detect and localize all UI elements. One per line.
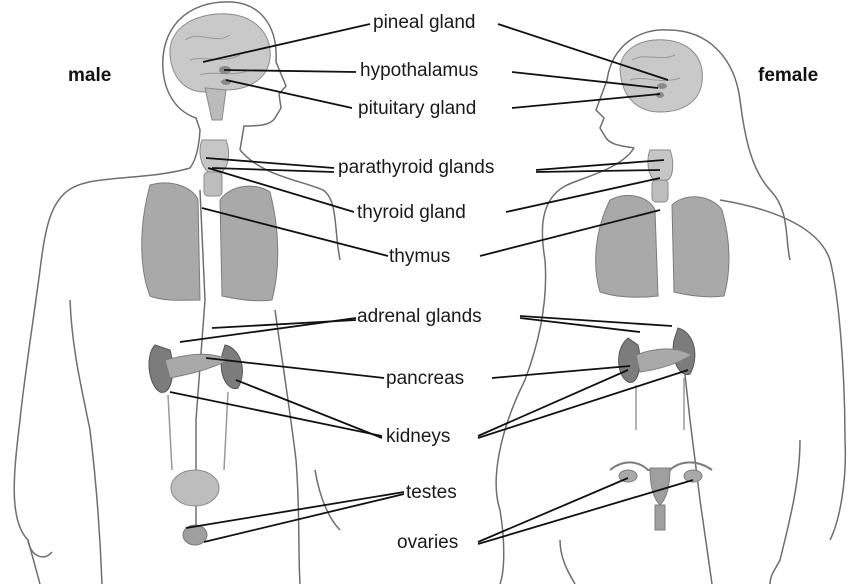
female-neck-glands — [648, 150, 673, 202]
label-thymus: thymus — [389, 246, 450, 268]
male-lungs — [142, 183, 278, 301]
label-pituitary-gland: pituitary gland — [358, 98, 476, 120]
label-hypothalamus: hypothalamus — [360, 60, 478, 82]
leader-pituitary-male — [226, 80, 352, 108]
female-body-outline — [496, 30, 845, 584]
female-brain — [620, 40, 702, 112]
leader-parathyroid-female-2 — [536, 170, 660, 172]
male-heading: male — [68, 65, 111, 87]
female-lungs — [596, 195, 729, 297]
label-parathyroid-glands: parathyroid glands — [338, 157, 494, 179]
label-pineal-gland: pineal gland — [373, 12, 475, 34]
leader-testes-2 — [204, 494, 404, 542]
male-brain — [170, 14, 270, 120]
label-ovaries: ovaries — [397, 532, 458, 554]
leader-parathyroid-female — [536, 160, 664, 170]
leader-parathyroid-male-2 — [212, 168, 334, 172]
leader-kidneys-male — [170, 392, 382, 436]
label-pancreas: pancreas — [386, 368, 464, 390]
leader-testes — [186, 492, 404, 528]
leader-kidneys-female-2 — [478, 370, 688, 438]
female-heading: female — [758, 65, 818, 87]
label-testes: testes — [406, 482, 457, 504]
leader-adrenal-male-2 — [212, 320, 356, 328]
label-thyroid-gland: thyroid gland — [357, 202, 466, 224]
leader-kidneys-male-2 — [236, 380, 382, 438]
leader-kidneys-female — [478, 370, 628, 436]
leader-pancreas-female — [492, 366, 630, 378]
label-adrenal-glands: adrenal glands — [357, 306, 482, 328]
label-kidneys: kidneys — [386, 426, 450, 448]
